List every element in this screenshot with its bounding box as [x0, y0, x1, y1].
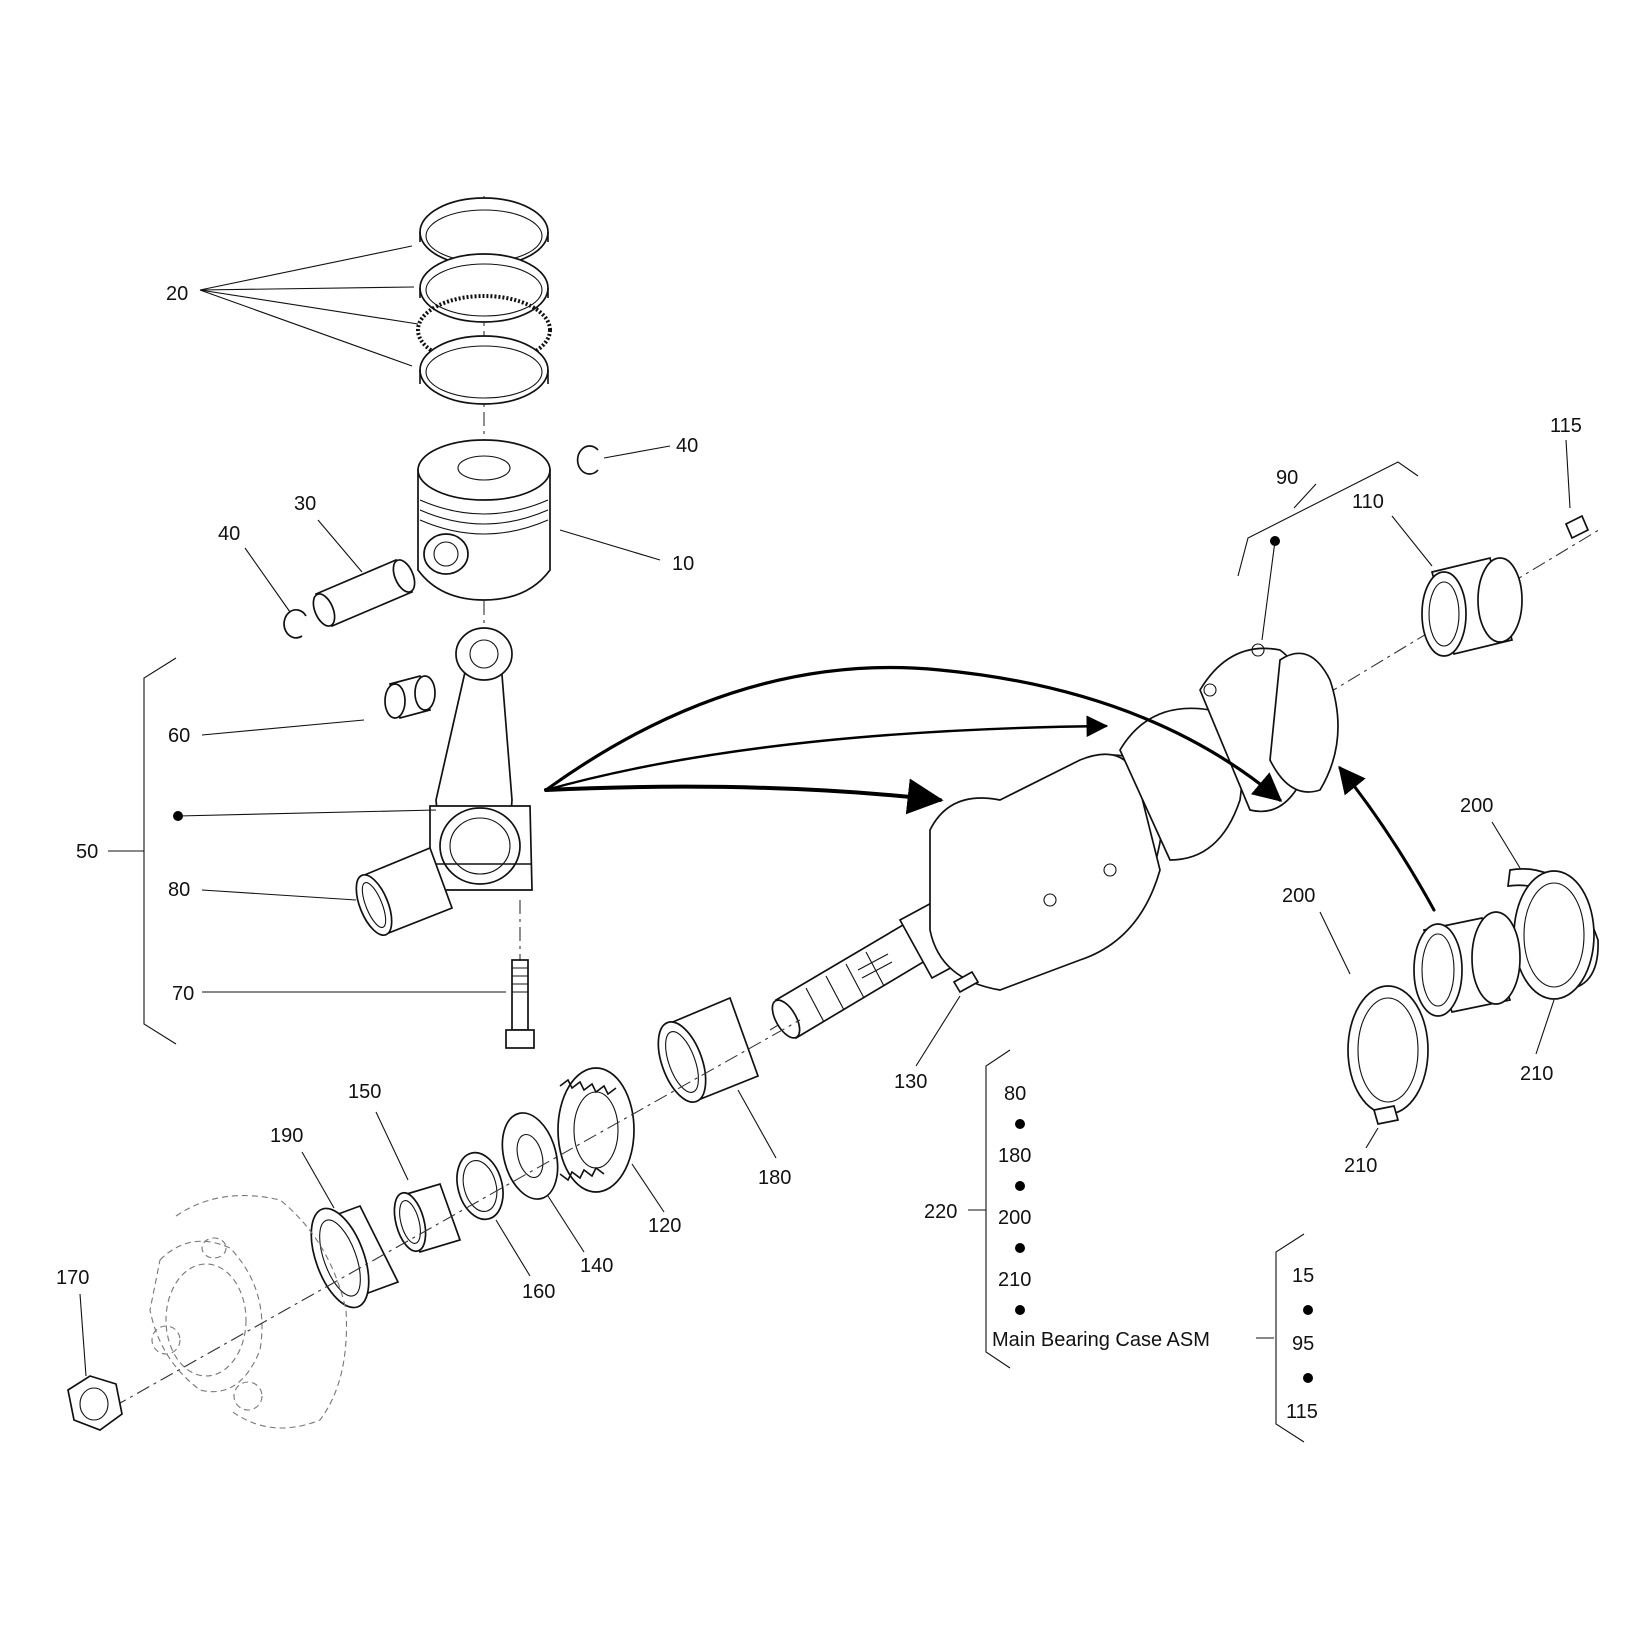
crank-gear	[557, 1067, 635, 1193]
thrust-washer-upper	[1507, 868, 1599, 1000]
callout-70: 70	[172, 983, 194, 1005]
leader-150	[375, 1111, 409, 1181]
rear-bearing-bush	[1421, 556, 1523, 657]
callout-90: 90	[1276, 467, 1298, 489]
callout-150: 150	[348, 1081, 381, 1103]
oil-seal	[310, 1204, 400, 1309]
callout-20: 20	[166, 283, 188, 305]
leaders-50-group	[108, 657, 506, 1045]
thrust-washer-lower	[1347, 985, 1429, 1125]
sleeve	[393, 1182, 462, 1254]
piston-ring-second	[419, 253, 549, 323]
asm-sub-item: 95	[1292, 1333, 1314, 1355]
crankshaft	[769, 527, 1603, 1040]
callout-30: 30	[294, 493, 316, 515]
kit-220-bracket	[968, 1049, 1274, 1369]
leader-180	[737, 1089, 777, 1159]
piston-ring-oil	[419, 335, 549, 405]
piston-pin	[312, 558, 416, 628]
leader-115	[1565, 439, 1571, 509]
callout-210-right: 210	[1520, 1063, 1553, 1085]
leader-120	[631, 1163, 665, 1213]
leader-160	[495, 1219, 531, 1277]
leaders-200-210	[1319, 821, 1555, 1149]
callout-40-right: 40	[676, 435, 698, 457]
leader-40-right	[603, 445, 671, 459]
circlip-left	[283, 609, 307, 639]
leader-30	[317, 519, 363, 573]
callout-130: 130	[894, 1071, 927, 1093]
o-ring	[456, 1151, 504, 1221]
circlip-right	[576, 445, 599, 475]
leader-170	[79, 1293, 87, 1377]
small-end-bushing	[384, 674, 436, 720]
assembly-arrows	[544, 665, 1436, 912]
callout-200-right: 200	[1460, 795, 1493, 817]
leader-130	[915, 995, 961, 1067]
front-bearing	[657, 996, 760, 1103]
asm-sub-item: 15	[1292, 1265, 1314, 1287]
callout-40-left: 40	[218, 523, 240, 545]
callout-120: 120	[648, 1215, 681, 1237]
kit-220-item: 80	[1004, 1083, 1026, 1105]
main-bearing-case-asm-label: Main Bearing Case ASM	[992, 1329, 1210, 1351]
hex-nut	[67, 1375, 123, 1431]
spacer-washer	[501, 1112, 559, 1200]
callout-10: 10	[672, 553, 694, 575]
rod-bolt	[505, 900, 535, 1049]
leader-20	[199, 245, 419, 367]
piston-rings	[416, 196, 552, 630]
dowel-pin	[1564, 514, 1590, 540]
callout-60: 60	[168, 725, 190, 747]
piston-ring-top	[419, 197, 549, 267]
connecting-rod	[429, 627, 533, 891]
kit-220-item: 180	[998, 1145, 1031, 1167]
leader-190	[301, 1151, 335, 1209]
callout-50: 50	[76, 841, 98, 863]
bigend-bearing	[355, 846, 454, 936]
front-hub-ghost	[149, 1195, 347, 1429]
callout-80: 80	[168, 879, 190, 901]
leader-110	[1391, 515, 1433, 567]
leader-40-left	[244, 547, 291, 613]
asm-sub-bracket	[1275, 1233, 1313, 1443]
callout-140: 140	[580, 1255, 613, 1277]
asm-sub-item: 115	[1286, 1401, 1318, 1423]
leader-140	[547, 1195, 585, 1253]
callout-115-top: 115	[1550, 415, 1582, 437]
callout-180: 180	[758, 1167, 791, 1189]
callout-200-left: 200	[1282, 885, 1315, 907]
piston	[417, 439, 551, 601]
kit-220-item: 210	[998, 1269, 1031, 1291]
callout-210-lower: 210	[1344, 1155, 1377, 1177]
callout-220: 220	[924, 1201, 957, 1223]
main-bearing	[1413, 911, 1521, 1017]
callout-190: 190	[270, 1125, 303, 1147]
leaders-90-group	[1237, 461, 1419, 641]
leader-10	[559, 529, 661, 561]
kit-220-item: 200	[998, 1207, 1031, 1229]
callout-160: 160	[522, 1281, 555, 1303]
callout-170: 170	[56, 1267, 89, 1289]
woodruff-key	[952, 970, 980, 994]
callout-110: 110	[1352, 491, 1384, 513]
